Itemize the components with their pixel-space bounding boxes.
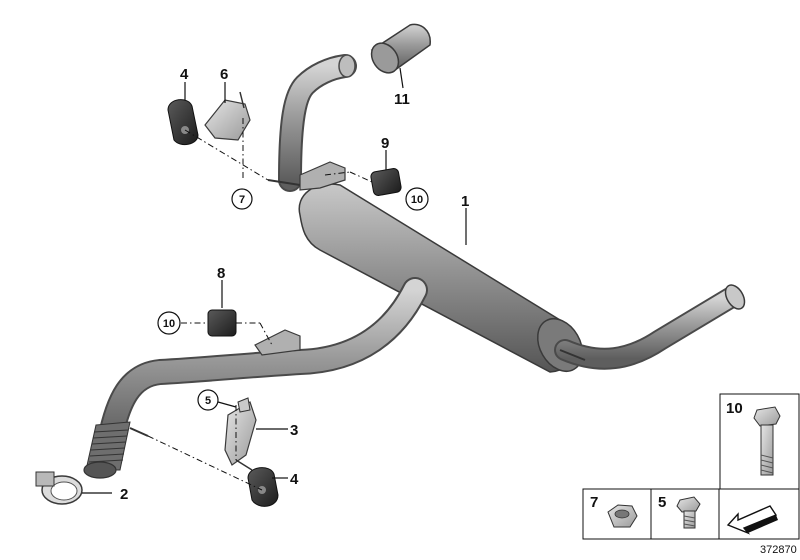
- damper-upper: [370, 168, 402, 196]
- circle-callout-bolt-lower: 10: [157, 311, 181, 335]
- label-tailpipe-tip: 11: [394, 91, 410, 108]
- assembly-lines: [147, 118, 373, 491]
- label-screw-callout: 5: [205, 395, 211, 407]
- label-nut-callout: 7: [239, 194, 245, 206]
- label-bolt-lower: 10: [163, 318, 175, 330]
- muffler-bracket-upper: [267, 161, 346, 191]
- muffler: [298, 183, 746, 373]
- bolt-icon: [753, 406, 781, 476]
- label-muffler: 1: [461, 193, 469, 210]
- upper-pipe: [278, 54, 357, 192]
- legend-nut-number: 7: [590, 494, 598, 511]
- pipe-clamp: [35, 471, 83, 505]
- circle-callout-screw: 5: [197, 389, 219, 411]
- rubber-hanger-upper: [167, 99, 199, 146]
- label-hanger-lower: 4: [290, 471, 299, 488]
- nut-icon: [607, 504, 638, 528]
- legend-box-arrow: [718, 488, 800, 540]
- front-pipe: [83, 277, 428, 479]
- legend-box-bolt: 10: [719, 393, 800, 490]
- arrow-icon: [726, 505, 778, 535]
- damper-lower: [207, 309, 237, 337]
- legend-bolt-number: 10: [726, 400, 743, 417]
- legend-box-nut: 7: [582, 488, 652, 540]
- label-bolt-upper: 10: [411, 194, 423, 206]
- label-damper-upper: 9: [381, 135, 389, 152]
- label-clamp: 2: [120, 486, 128, 503]
- label-bracket-upper: 6: [220, 66, 228, 83]
- legend-box-screw: 5: [650, 488, 720, 540]
- bracket-lower: [224, 397, 257, 471]
- circle-callout-bolt-upper: 10: [405, 187, 429, 211]
- circle-callout-nut: 7: [231, 188, 253, 210]
- tailpipe-tip: [370, 23, 431, 74]
- label-damper-lower: 8: [217, 265, 225, 282]
- label-hanger-upper: 4: [180, 66, 189, 83]
- screw-icon: [676, 496, 701, 529]
- callouts: 4 6 11 9 1 8 2 3 4 7 10 10 5: [120, 66, 469, 503]
- leader-lines: [82, 67, 467, 494]
- part-id: 372870: [760, 544, 797, 556]
- legend-screw-number: 5: [658, 494, 666, 511]
- rubber-hanger-lower: [247, 467, 279, 507]
- label-bracket-lower: 3: [290, 422, 298, 439]
